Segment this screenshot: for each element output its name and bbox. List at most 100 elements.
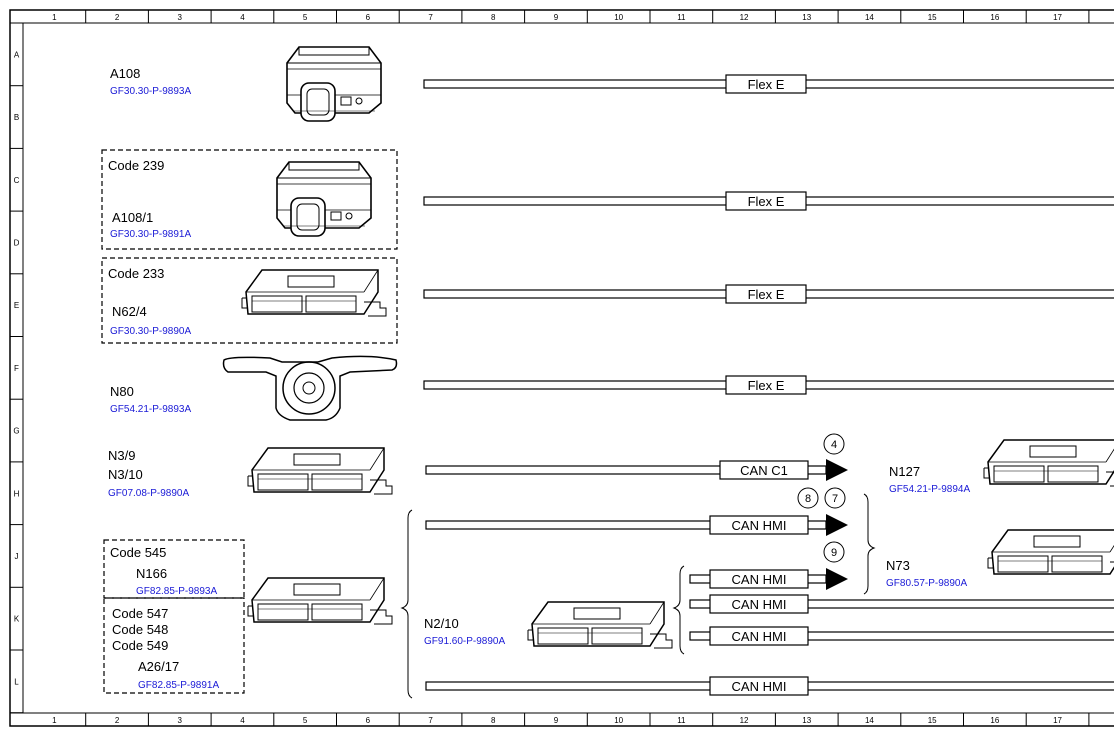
code-233-box: [101, 257, 398, 344]
bus-label-box: [719, 460, 809, 480]
control-unit-n62-4-symbol: [241, 269, 387, 317]
arrow-icon: [826, 459, 848, 481]
column-number: 8: [491, 716, 496, 725]
row-letter: J: [15, 552, 19, 561]
column-number: 11: [677, 13, 686, 22]
radar-sensor-a108-1-symbol: [276, 161, 372, 237]
row-letter: F: [14, 364, 19, 373]
component-ref-n3-9: GF07.08-P-9890A: [108, 488, 189, 499]
component-id-n166: N166: [136, 566, 167, 581]
bus-label-can-hmi-5: CAN HMI: [732, 679, 787, 694]
bus-flex-e-3: Flex E: [423, 284, 1114, 304]
column-number: 3: [178, 13, 183, 22]
code-548-label: Code 548: [112, 622, 168, 637]
control-unit-n127-symbol: [983, 439, 1114, 487]
bus-label-box: [725, 74, 807, 94]
column-number: 11: [677, 716, 686, 725]
component-ref-n80: GF54.21-P-9893A: [110, 404, 191, 415]
code-547-label: Code 547: [112, 606, 168, 621]
column-number: 7: [428, 13, 433, 22]
n2-10-sub-bracket: [672, 565, 685, 655]
column-number: 10: [614, 13, 623, 22]
row-letter: D: [14, 238, 20, 247]
bus-flex-e-2: Flex E: [423, 191, 1114, 211]
column-number: 2: [115, 716, 120, 725]
control-unit-n2-10-symbol: [527, 601, 673, 649]
component-id-n73: N73: [886, 558, 910, 573]
code-545-box: [103, 539, 245, 599]
code-239-label: Code 239: [108, 158, 164, 173]
column-number: 13: [802, 13, 811, 22]
svg-text:8: 8: [805, 493, 811, 505]
column-number: 15: [928, 716, 937, 725]
bus-label-flex-e-2: Flex E: [748, 194, 785, 209]
row-letter: E: [14, 301, 19, 310]
bus-can-hmi-4: CAN HMI: [689, 626, 1114, 646]
bus-label-can-hmi-1: CAN HMI: [732, 518, 787, 533]
column-number: 12: [740, 716, 749, 725]
component-id-a26-17: A26/17: [138, 659, 179, 674]
bus-label-can-hmi-2: CAN HMI: [732, 572, 787, 587]
component-id-a108: A108: [110, 66, 140, 81]
component-id-n127: N127: [889, 464, 920, 479]
component-ref-n73: GF80.57-P-9890A: [886, 578, 967, 589]
bus-label-can-hmi-4: CAN HMI: [732, 629, 787, 644]
connector-7: 7: [824, 487, 846, 509]
radar-sensor-a108-symbol: [286, 46, 382, 122]
column-number: 2: [115, 13, 120, 22]
bus-label-flex-e-1: Flex E: [748, 77, 785, 92]
column-number: 1: [52, 716, 57, 725]
diagram-frame: [9, 9, 1114, 727]
component-ref-n62-4: GF30.30-P-9890A: [110, 326, 191, 337]
bus-label-box: [709, 626, 809, 646]
column-number: 15: [928, 13, 937, 22]
bus-flex-e-4: Flex E: [423, 375, 1114, 395]
bus-can-hmi-1: CAN HMI: [425, 514, 848, 536]
component-ref-a108: GF30.30-P-9893A: [110, 86, 191, 97]
column-number: 17: [1053, 13, 1062, 22]
control-unit-n3-9-symbol: [247, 447, 393, 495]
arrow-icon: [826, 514, 848, 536]
bus-label-box: [725, 284, 807, 304]
column-number: 13: [802, 716, 811, 725]
column-number: 1: [52, 13, 57, 22]
column-number: 6: [366, 13, 371, 22]
column-number: 4: [240, 13, 245, 22]
column-number: 16: [990, 13, 999, 22]
bus-label-can-hmi-3: CAN HMI: [732, 597, 787, 612]
component-ref-n166: GF82.85-P-9893A: [136, 586, 217, 597]
component-id-n62-4: N62/4: [112, 304, 147, 319]
row-letter: L: [14, 677, 19, 686]
code-233-label: Code 233: [108, 266, 164, 281]
bus-label-box: [709, 594, 809, 614]
row-letter: H: [14, 489, 20, 498]
bus-label-box: [725, 191, 807, 211]
column-number: 9: [554, 13, 559, 22]
bus-label-box: [709, 569, 809, 589]
bus-label-box: [709, 676, 809, 696]
column-number: 12: [740, 13, 749, 22]
bus-can-c1: CAN C1: [425, 459, 848, 481]
component-id-n3-9: N3/9: [108, 448, 135, 463]
row-letter: B: [14, 113, 19, 122]
column-number: 16: [990, 716, 999, 725]
bus-can-hmi-2: CAN HMI: [689, 568, 848, 590]
bus-label-box: [725, 375, 807, 395]
control-unit-n166-symbol: [247, 577, 393, 625]
n2-10-bracket: [400, 509, 413, 699]
column-number: 3: [178, 716, 183, 725]
bus-label-flex-e-3: Flex E: [748, 287, 785, 302]
bus-label-flex-e-4: Flex E: [748, 378, 785, 393]
n73-bracket: [863, 493, 876, 595]
column-number: 9: [554, 716, 559, 725]
control-unit-n73-symbol: [987, 529, 1114, 577]
code-239-box: [101, 149, 398, 250]
connector-4: 4: [823, 433, 845, 455]
bus-label-box: [709, 515, 809, 535]
bus-can-hmi-3: CAN HMI: [689, 594, 1114, 614]
bus-flex-e-1: Flex E: [423, 74, 1114, 94]
column-number: 8: [491, 13, 496, 22]
column-number: 7: [428, 716, 433, 725]
